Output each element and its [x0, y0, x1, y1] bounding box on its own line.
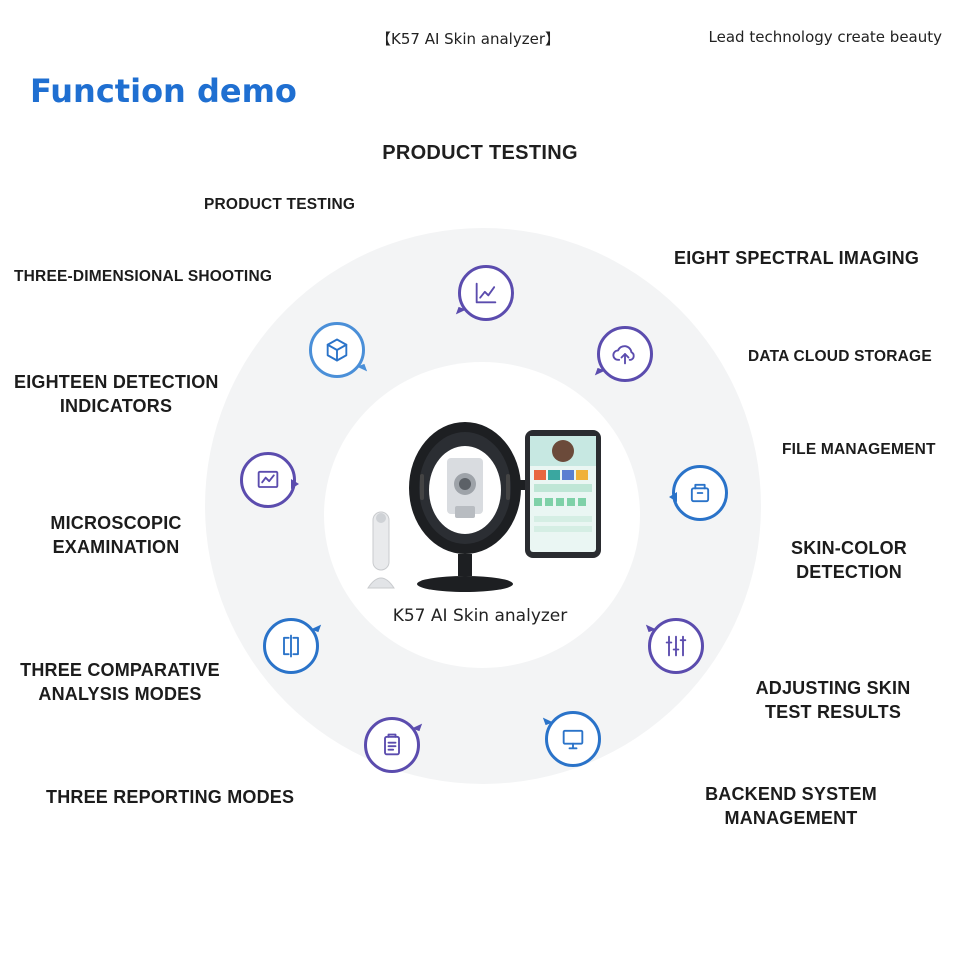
label-microscopic-examination: MICROSCOPIC EXAMINATION	[30, 511, 202, 559]
label-backend-management: BACKEND SYSTEM MANAGEMENT	[696, 782, 886, 830]
label-adjusting-results: ADJUSTING SKIN TEST RESULTS	[748, 676, 918, 724]
label-file-management: FILE MANAGEMENT	[782, 441, 936, 458]
monitor-icon	[545, 711, 601, 767]
label-skin-color-detection: SKIN-COLOR DETECTION	[774, 536, 924, 584]
label-three-dimensional-shooting: THREE-DIMENSIONAL SHOOTING	[14, 268, 273, 285]
sliders-icon	[648, 618, 704, 674]
label-line: MANAGEMENT	[724, 808, 858, 828]
line-chart-icon	[458, 265, 514, 321]
label-cloud-storage: DATA CLOUD STORAGE	[748, 348, 932, 365]
label-line: EIGHTEEN DETECTION	[14, 372, 219, 392]
label-line: ANALYSIS MODES	[38, 684, 202, 704]
label-reporting-modes: THREE REPORTING MODES	[46, 787, 295, 807]
label-line: THREE COMPARATIVE	[20, 660, 220, 680]
analyzer-stand	[417, 554, 513, 592]
label-line: SKIN-COLOR	[791, 538, 907, 558]
label-eighteen-detection: EIGHTEEN DETECTION INDICATORS	[14, 370, 218, 418]
label-comparative-analysis: THREE COMPARATIVE ANALYSIS MODES	[14, 658, 226, 706]
label-line: EXAMINATION	[52, 537, 180, 557]
label-eight-spectral: EIGHT SPECTRAL IMAGING	[674, 248, 920, 268]
page-title: Function demo	[30, 72, 297, 110]
cloud-upload-icon	[597, 326, 653, 382]
label-product-testing: PRODUCT TESTING	[204, 196, 356, 213]
split-compare-icon	[263, 618, 319, 674]
product-caption: K57 AI Skin analyzer	[392, 606, 568, 626]
clipboard-icon	[364, 717, 420, 773]
handheld-probe	[367, 511, 395, 589]
cube-icon	[309, 322, 365, 378]
analyzer-hood	[409, 422, 521, 554]
trend-window-icon	[240, 452, 299, 508]
label-line: INDICATORS	[59, 396, 173, 416]
product-tag: 【K57 AI Skin analyzer】	[376, 30, 560, 48]
label-line: TEST RESULTS	[764, 702, 902, 722]
label-line: BACKEND SYSTEM	[705, 784, 877, 804]
tablet-screen	[525, 430, 601, 558]
label-line: ADJUSTING SKIN	[755, 678, 911, 698]
label-line: MICROSCOPIC	[50, 513, 182, 533]
skin-analyzer-device	[367, 422, 601, 592]
folder-box-icon	[669, 465, 728, 521]
slogan: Lead technology create beauty	[708, 28, 942, 46]
label-line: DETECTION	[796, 562, 902, 582]
top-heading: PRODUCT TESTING	[382, 142, 578, 164]
